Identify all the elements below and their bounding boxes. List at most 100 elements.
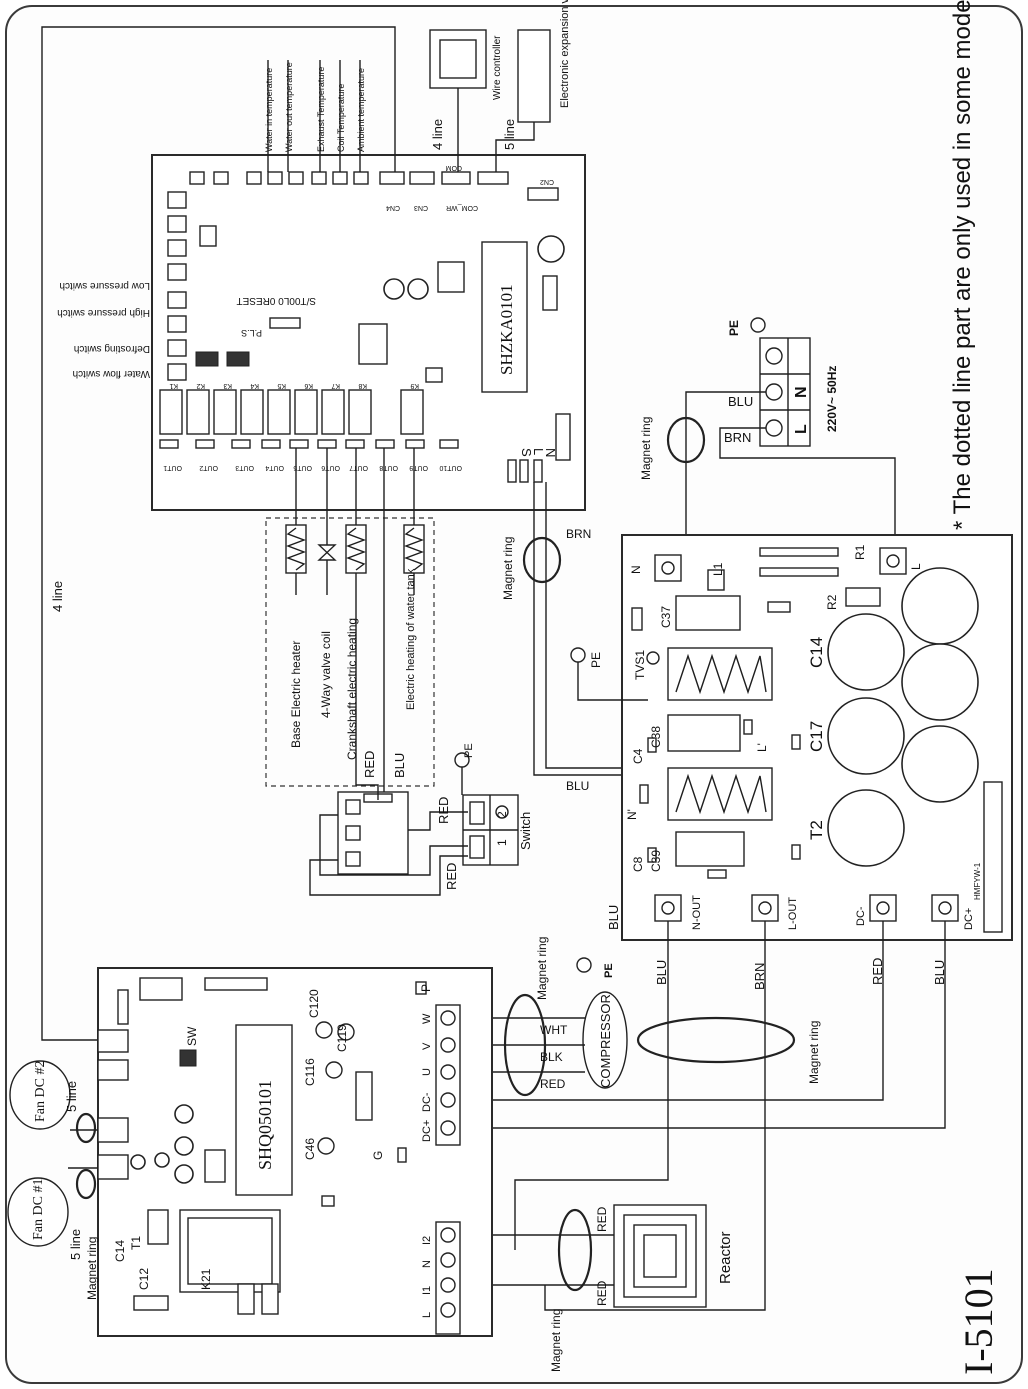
output-terminals: OUT1 OUT2 OUT3 OUT4 OUT5 OUT6 OUT7 OUT8 … [159,439,462,471]
wire-blk: BLK [540,1050,563,1064]
pls-label: P.L.S [241,328,262,338]
inv-terminal: DC- [421,1092,433,1112]
filter-part-code: HMFYW-1 [973,862,982,900]
relay-label: K4 [250,382,259,389]
nls-n: N [543,448,558,457]
capacitor [901,725,979,803]
cn2-label: CN2 [540,178,554,185]
wire-red: RED [540,1077,566,1091]
output-label: OUT4 [265,464,284,471]
fan-dc-1: Fan DC #1 [7,1177,69,1247]
wire-red: RED [595,1206,609,1232]
output-label: OUT9 [409,464,428,471]
inv-part: P [419,984,433,992]
magnet-ring-power [666,416,706,464]
magnet-ring-fan1 [75,1168,97,1200]
output-label: OUT1 [163,464,182,471]
relay-label: K7 [331,382,340,389]
relay-label: K8 [358,382,367,389]
output-loads [285,448,425,800]
output-label: OUT10 [439,464,462,471]
sensor-label: Ambient temperature [356,68,366,152]
comwr-label: COM_WR [446,204,478,211]
wire-brn: BRN [752,963,767,990]
part-label: C8 [631,856,645,872]
inv-terminal: I2 [421,1236,433,1245]
wire-red: RED [870,958,885,985]
wire-red: RED [436,797,451,824]
inv-part: G [371,1151,385,1160]
switch-block: 1 2 PE [454,743,519,866]
inv-part: T1 [129,1236,143,1250]
relay-label: K3 [223,382,232,389]
wire-brn: BRN [724,430,751,445]
four-way-label: 4-Way valve coil [319,631,333,718]
power-terminal-block: N L PE [727,317,811,447]
switch-label: Defrosting switch [74,343,150,354]
com-label: COM [446,164,463,171]
dip-label: S/T00L0 0RESET [237,295,316,306]
filter-terminal: N-OUT [691,895,703,930]
part-label: C37 [659,606,673,628]
eev-label: Electronic expansion valve [559,0,571,108]
filter-terminal: DC+ [963,908,975,930]
capacitor [901,567,979,645]
filter-terminal-l: L [909,563,923,570]
water-tank-label: Electric heating of water tank [405,568,417,710]
relay-label: K1 [169,382,178,389]
inv-part: C116 [303,1058,317,1086]
part-label: C4 [631,748,645,764]
inv-part: C12 [137,1268,151,1290]
line-5-top-label: 5 line [502,119,517,150]
inv-terminal: W [421,1013,433,1024]
switch-2: 2 [495,811,509,818]
base-heater-label: Base Electric heater [289,641,303,748]
terminal-l: L [793,424,810,434]
switch-connectors [167,191,187,381]
capacitor [827,613,905,691]
part-label: C14 [807,637,826,668]
wire-blu: BLU [654,960,669,985]
cn3-label: CN3 [414,204,428,211]
fan-magnet-ring-label: Magnet ring [85,1237,99,1300]
relay-label: K9 [410,382,419,389]
output-label: OUT5 [293,464,312,471]
inverter-chip-label: SHQ050101 [255,1080,275,1170]
inv-part: C14 [113,1240,127,1262]
magnet-ring-power-label: Magnet ring [639,417,653,480]
capacitor [827,697,905,775]
filter-terminal-n: N [629,565,643,574]
nls-s: S [519,448,534,457]
part-label: C39 [649,850,663,872]
compressor: COMPRESSOR PE [576,957,628,1089]
capacitor [901,643,979,721]
sensor-label: Exhaust Temperature [316,67,326,152]
part-label: L1 [711,562,725,576]
wire-red: RED [595,1280,609,1306]
wire-blu: BLU [566,779,589,793]
switch-1: 1 [495,839,509,846]
compressor-pe-label: PE [603,963,615,978]
crankshaft-label: Crankshaft electric heating [345,618,359,760]
model-code: I-5101 [956,1268,1001,1375]
magnet-ring-reactor-label: Magnet ring [549,1309,563,1372]
wire-red: RED [444,863,459,890]
fan2-label: Fan DC #2 [33,1061,48,1122]
terminal-n: N [793,386,810,398]
sensor-label: Water out temperature [284,62,294,152]
magnet-ring-dc-label: Magnet ring [807,1021,821,1084]
line-4-left-label: 4 line [50,581,65,612]
part-label: C38 [649,726,663,748]
part-label: N' [625,809,639,820]
inv-terminal: L [421,1312,433,1318]
output-label: OUT8 [379,464,398,471]
switch-label: Low pressure switch [59,280,150,291]
fan2-line-label: 5 line [64,1081,79,1112]
fan1-label: Fan DC #1 [31,1179,46,1240]
part-label: TVS1 [633,650,647,680]
output-label: OUT6 [321,464,340,471]
wire-blu: BLU [932,960,947,985]
inv-terminal: N [421,1260,433,1268]
sensor-label: Coil Temperature [336,84,346,152]
